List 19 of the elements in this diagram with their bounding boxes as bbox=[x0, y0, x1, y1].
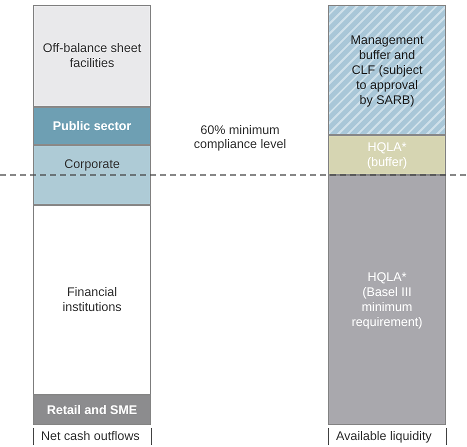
segment-block bbox=[33, 145, 151, 205]
segment-label: HQLA* (buffer) bbox=[366, 140, 408, 170]
threshold-label: 60% minimum compliance level bbox=[192, 123, 288, 151]
segment-block bbox=[33, 395, 151, 425]
segment-label: HQLA* (Basel III minimum requirement) bbox=[351, 270, 423, 330]
segment-label: Management buffer and CLF (subject to approval by SARB) bbox=[350, 32, 424, 108]
segment-label: Public sector bbox=[52, 118, 132, 134]
column-label: Available liquidity bbox=[336, 429, 433, 443]
column-label: Net cash outflows bbox=[41, 429, 141, 443]
segment-block bbox=[328, 175, 446, 425]
segment-block bbox=[33, 5, 151, 107]
segment-label: Financial institutions bbox=[61, 285, 123, 315]
segment-label: Corporate bbox=[64, 157, 120, 172]
hatched-block bbox=[328, 5, 446, 135]
segment-label: Retail and SME bbox=[46, 402, 138, 418]
segment-block bbox=[33, 107, 151, 145]
segment-block bbox=[33, 205, 151, 395]
segment-label: Off-balance sheet facilities bbox=[42, 41, 142, 71]
segment-block bbox=[328, 135, 446, 175]
